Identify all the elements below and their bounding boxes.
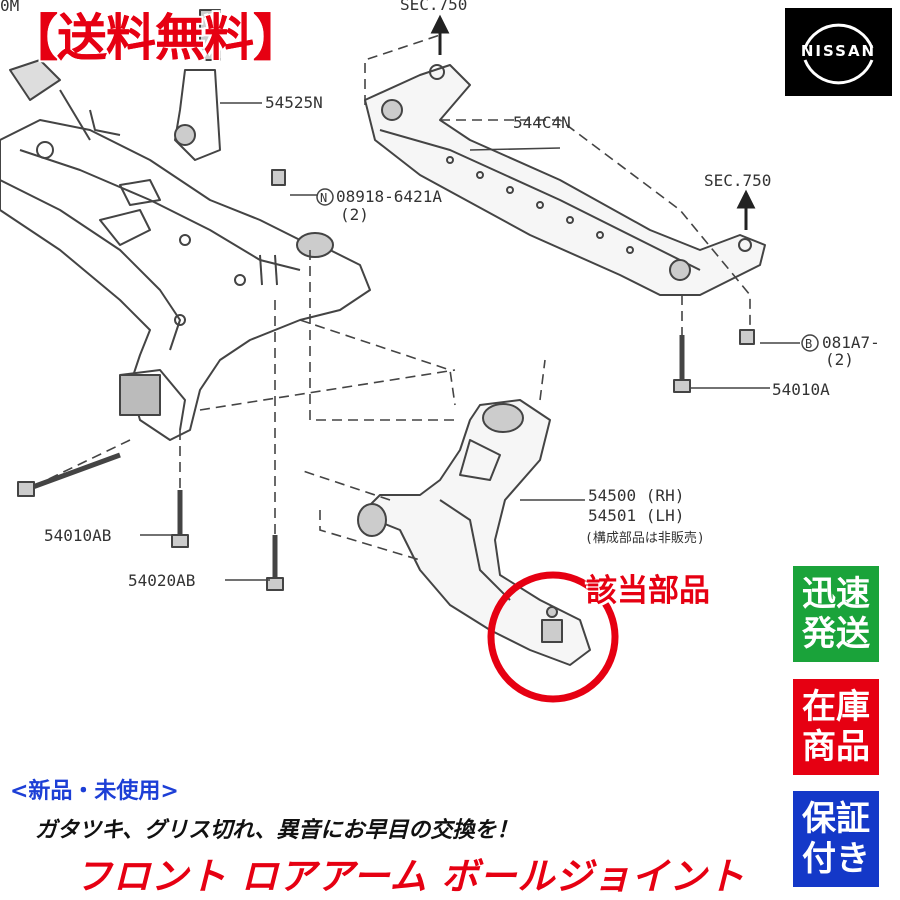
warranty-line1: 保証	[802, 799, 870, 839]
label-544C4N: 544C4N	[513, 113, 571, 132]
label-sec-top: SEC.750	[400, 0, 468, 14]
nissan-logo: NISSAN	[785, 8, 892, 96]
quick-ship-badge: 迅速 発送	[790, 563, 882, 665]
svg-text:N: N	[320, 191, 327, 205]
label-54020AB: 54020AB	[128, 571, 196, 590]
product-headline: フロント ロアアーム ボールジョイント	[75, 855, 746, 898]
logo-brand-text: NISSAN	[800, 42, 877, 60]
lower-arm-outline	[364, 399, 591, 666]
label-081A7-qty: (2)	[825, 350, 854, 369]
target-highlight-circle	[487, 571, 619, 703]
in-stock-line1: 在庫	[802, 687, 870, 727]
subframe-outline	[0, 119, 371, 441]
svg-text:B: B	[805, 337, 812, 351]
tagline-text: ガタツキ、グリス切れ、異音にお早目の交換を！	[35, 818, 519, 843]
label-corner-m: 0M	[0, 0, 20, 15]
nissan-logo-icon	[803, 23, 874, 85]
target-part-label: 該当部品	[586, 573, 710, 609]
warranty-line2: 付き	[802, 839, 870, 879]
label-54525N: 54525N	[265, 93, 323, 112]
quick-ship-line1: 迅速	[802, 574, 870, 614]
label-54500: 54500 (RH)	[588, 486, 685, 505]
label-54010AB: 54010AB	[44, 526, 112, 545]
label-08918-qty: (2)	[340, 205, 369, 224]
in-stock-badge: 在庫 商品	[790, 676, 882, 778]
label-note: (構成部品は非販売)	[585, 531, 705, 546]
label-081A7: 081A7-	[822, 333, 880, 352]
warranty-badge: 保証 付き	[790, 788, 882, 890]
quick-ship-line2: 発送	[802, 614, 870, 654]
label-54010A: 54010A	[772, 380, 830, 399]
label-54501: 54501 (LH)	[588, 506, 685, 525]
reinforcement-bar	[364, 64, 766, 296]
label-08918: 08918-6421A	[336, 187, 442, 206]
condition-text: <新品・未使用>	[10, 779, 179, 804]
label-sec-right: SEC.750	[704, 171, 772, 190]
in-stock-line2: 商品	[802, 727, 870, 767]
free-shipping-banner: 【送料無料】	[8, 9, 303, 67]
